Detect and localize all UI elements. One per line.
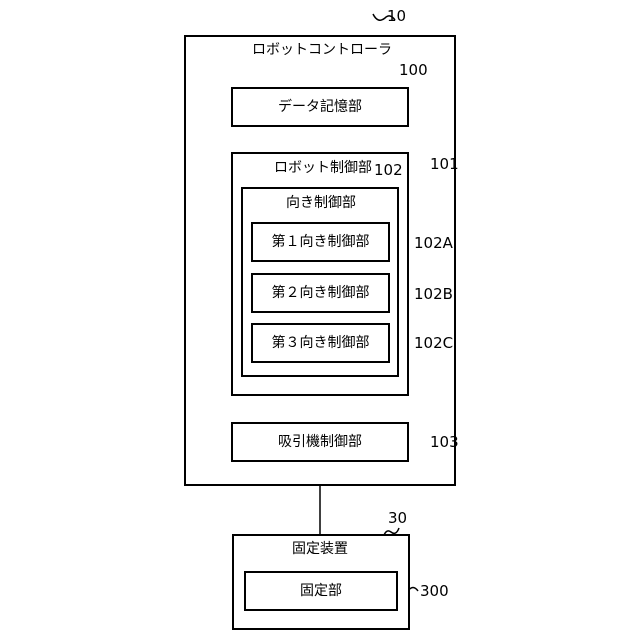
ref-102c: 102C <box>414 335 453 351</box>
robot-control-label: ロボット制御部 <box>274 160 372 176</box>
orientation-control-label: 向き制御部 <box>286 195 356 211</box>
fixing-unit-label: 固定部 <box>244 583 398 599</box>
orientation-unit-1-label: 第１向き制御部 <box>251 234 390 250</box>
robot-controller-title: ロボットコントローラ <box>252 42 392 58</box>
ref-103: 103 <box>430 434 459 450</box>
data-storage-label: データ記憶部 <box>231 99 409 115</box>
orientation-unit-3-label: 第３向き制御部 <box>251 335 390 351</box>
ref-102: 102 <box>374 162 403 178</box>
ref-102a: 102A <box>414 235 453 251</box>
fixing-device-title: 固定装置 <box>292 541 348 557</box>
ref-101: 101 <box>430 156 459 172</box>
orientation-unit-2-label: 第２向き制御部 <box>251 285 390 301</box>
ref-10: 10 <box>387 8 406 24</box>
ref-300: 300 <box>420 583 449 599</box>
ref-102b: 102B <box>414 286 453 302</box>
suction-control-label: 吸引機制御部 <box>231 434 409 450</box>
ref-30: 30 <box>388 510 407 526</box>
ref-100: 100 <box>399 62 428 78</box>
